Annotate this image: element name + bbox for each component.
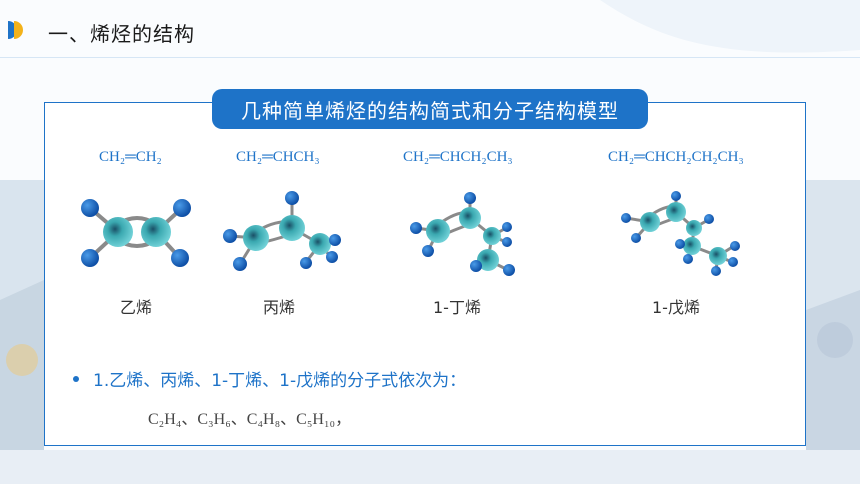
- formula-1-pentene: CH₂═CHCH₂CH₂CH₃: [608, 149, 744, 165]
- header-marker-yellow: [14, 21, 23, 39]
- question-bullet: 1.乙烯、丙烯、1-丁烯、1-戊烯的分子式依次为：: [73, 366, 466, 391]
- name-ethene: 乙烯: [120, 298, 153, 317]
- model-ethene: [81, 199, 191, 267]
- question-text: 1.乙烯、丙烯、1-丁烯、1-戊烯的分子式依次为：: [93, 371, 467, 391]
- model-1-pentene: [621, 191, 740, 276]
- model-1-butene: [410, 192, 515, 276]
- header: 一、烯烃的结构: [0, 0, 860, 58]
- model-propene: [223, 191, 341, 271]
- name-propene: 丙烯: [263, 298, 296, 317]
- page-title: 一、烯烃的结构: [48, 22, 195, 46]
- formula-1-butene: CH₂═CHCH₂CH₃: [403, 149, 513, 165]
- header-divider: [0, 57, 860, 58]
- section-banner: 几种简单烯烃的结构简式和分子结构模型: [212, 89, 648, 129]
- answer-formulas: C₂H₄、C₃H₆、C₄H₈、C₅H₁₀，: [148, 411, 352, 428]
- name-1-pentene: 1-戊烯: [652, 298, 700, 317]
- content-panel: [44, 102, 806, 446]
- formula-ethene: CH₂═CH₂: [99, 149, 162, 165]
- bullet-dot-icon: [73, 376, 79, 382]
- formula-propene: CH₂═CHCH₃: [236, 149, 320, 165]
- header-marker-blue: [8, 21, 17, 39]
- name-1-butene: 1-丁烯: [433, 298, 481, 317]
